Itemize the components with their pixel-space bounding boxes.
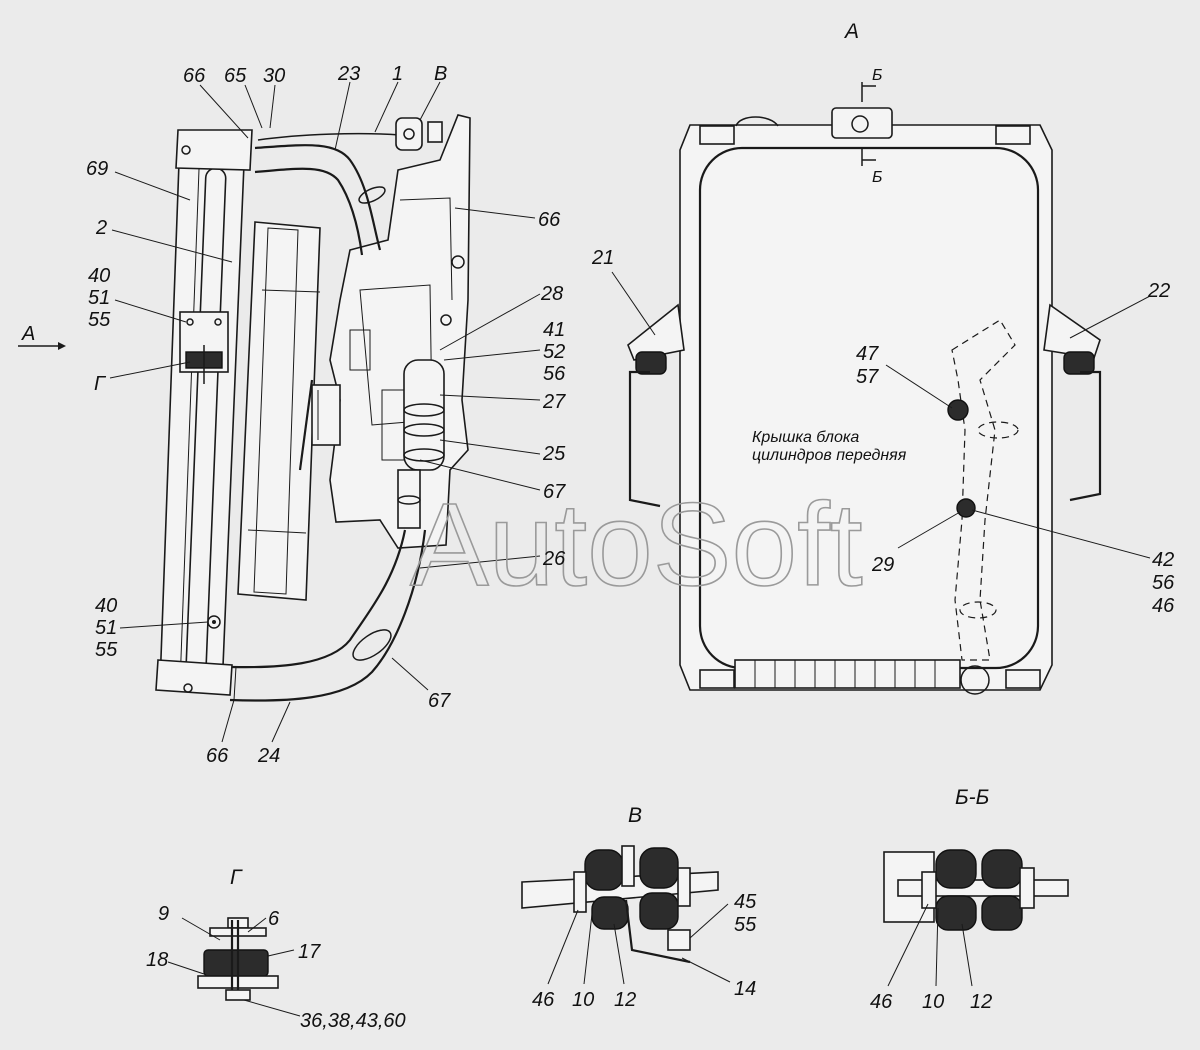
note-line-2: цилиндров передняя bbox=[752, 447, 907, 464]
label-67-lower: 67 bbox=[428, 690, 451, 712]
label-bb-46: 46 bbox=[870, 991, 893, 1013]
section-mark-top: Б bbox=[872, 67, 882, 84]
label-57: 57 bbox=[856, 366, 879, 388]
title-view-bb: Б-Б bbox=[955, 786, 989, 809]
view-a bbox=[627, 82, 1102, 695]
note-line-1: Крышка блока bbox=[752, 429, 859, 446]
label-56-view-a: 56 bbox=[1152, 572, 1175, 594]
label-28: 28 bbox=[540, 283, 563, 305]
label-66-top: 66 bbox=[183, 65, 206, 87]
label-40-upper: 40 bbox=[88, 265, 110, 287]
label-66-mid: 66 bbox=[538, 209, 561, 231]
label-v-10: 10 bbox=[572, 989, 594, 1011]
label-55-upper: 55 bbox=[88, 309, 111, 331]
detail-g bbox=[197, 917, 279, 1001]
side-view bbox=[155, 114, 471, 702]
label-65: 65 bbox=[224, 65, 247, 87]
right-mount-22 bbox=[1043, 303, 1101, 359]
label-v-46: 46 bbox=[532, 989, 555, 1011]
title-view-g: Г bbox=[230, 866, 243, 889]
label-23: 23 bbox=[337, 63, 360, 85]
top-hose-23 bbox=[254, 144, 382, 251]
label-g-36-38-43-60: 36,38,43,60 bbox=[300, 1010, 406, 1032]
section-mark-bottom: Б bbox=[872, 169, 882, 186]
label-v-55: 55 bbox=[734, 914, 757, 936]
labels: А В Г Б-Б Б Б Крышка блока цилиндров пер… bbox=[21, 20, 1175, 1032]
label-67-upper: 67 bbox=[543, 481, 566, 503]
label-55-lower: 55 bbox=[95, 639, 118, 661]
detail-bb bbox=[883, 849, 1069, 931]
label-52: 52 bbox=[543, 341, 565, 363]
title-view-a: А bbox=[843, 20, 859, 43]
coolant-pipe-27 bbox=[403, 359, 445, 471]
label-2: 2 bbox=[95, 217, 107, 239]
title-view-v: В bbox=[628, 804, 642, 827]
label-66-bottom: 66 bbox=[206, 745, 229, 767]
label-v-45: 45 bbox=[734, 891, 757, 913]
label-v-14: 14 bbox=[734, 978, 756, 1000]
label-25: 25 bbox=[542, 443, 566, 465]
label-v: В bbox=[434, 63, 447, 85]
label-v-12: 12 bbox=[614, 989, 636, 1011]
label-47: 47 bbox=[856, 343, 879, 365]
label-40-lower: 40 bbox=[95, 595, 117, 617]
bottom-tank bbox=[734, 659, 961, 689]
label-51-lower: 51 bbox=[95, 617, 117, 639]
label-41: 41 bbox=[543, 319, 565, 341]
label-26: 26 bbox=[542, 548, 566, 570]
label-42: 42 bbox=[1152, 549, 1174, 571]
label-29: 29 bbox=[871, 554, 894, 576]
leader-lines bbox=[109, 81, 1151, 1017]
label-27: 27 bbox=[542, 391, 566, 413]
engine-pipe-hidden bbox=[951, 319, 1016, 661]
label-g-9: 9 bbox=[158, 903, 169, 925]
label-g-6: 6 bbox=[268, 908, 280, 930]
label-30: 30 bbox=[263, 65, 285, 87]
top-mount-bracket bbox=[831, 107, 893, 139]
detail-v bbox=[521, 845, 719, 964]
label-a-arrow: А bbox=[21, 323, 35, 345]
label-g-18: 18 bbox=[146, 949, 168, 971]
label-22: 22 bbox=[1147, 280, 1170, 302]
label-56-side: 56 bbox=[543, 363, 566, 385]
watermark: AutoSoft bbox=[410, 479, 863, 611]
label-21: 21 bbox=[591, 247, 614, 269]
left-mount-21 bbox=[627, 303, 685, 361]
label-bb-10: 10 bbox=[922, 991, 944, 1013]
fan-shroud bbox=[237, 221, 321, 601]
label-51-upper: 51 bbox=[88, 287, 110, 309]
label-24: 24 bbox=[257, 745, 280, 767]
label-bb-12: 12 bbox=[970, 991, 992, 1013]
label-69: 69 bbox=[86, 158, 108, 180]
label-g-17: 17 bbox=[298, 941, 321, 963]
label-46-view-a: 46 bbox=[1152, 595, 1175, 617]
radiator-bottom-tank bbox=[155, 659, 233, 696]
label-1: 1 bbox=[392, 63, 403, 85]
bottom-hose-24 bbox=[231, 529, 407, 669]
radiator-top-tank bbox=[175, 129, 253, 171]
label-g: Г bbox=[94, 373, 107, 395]
